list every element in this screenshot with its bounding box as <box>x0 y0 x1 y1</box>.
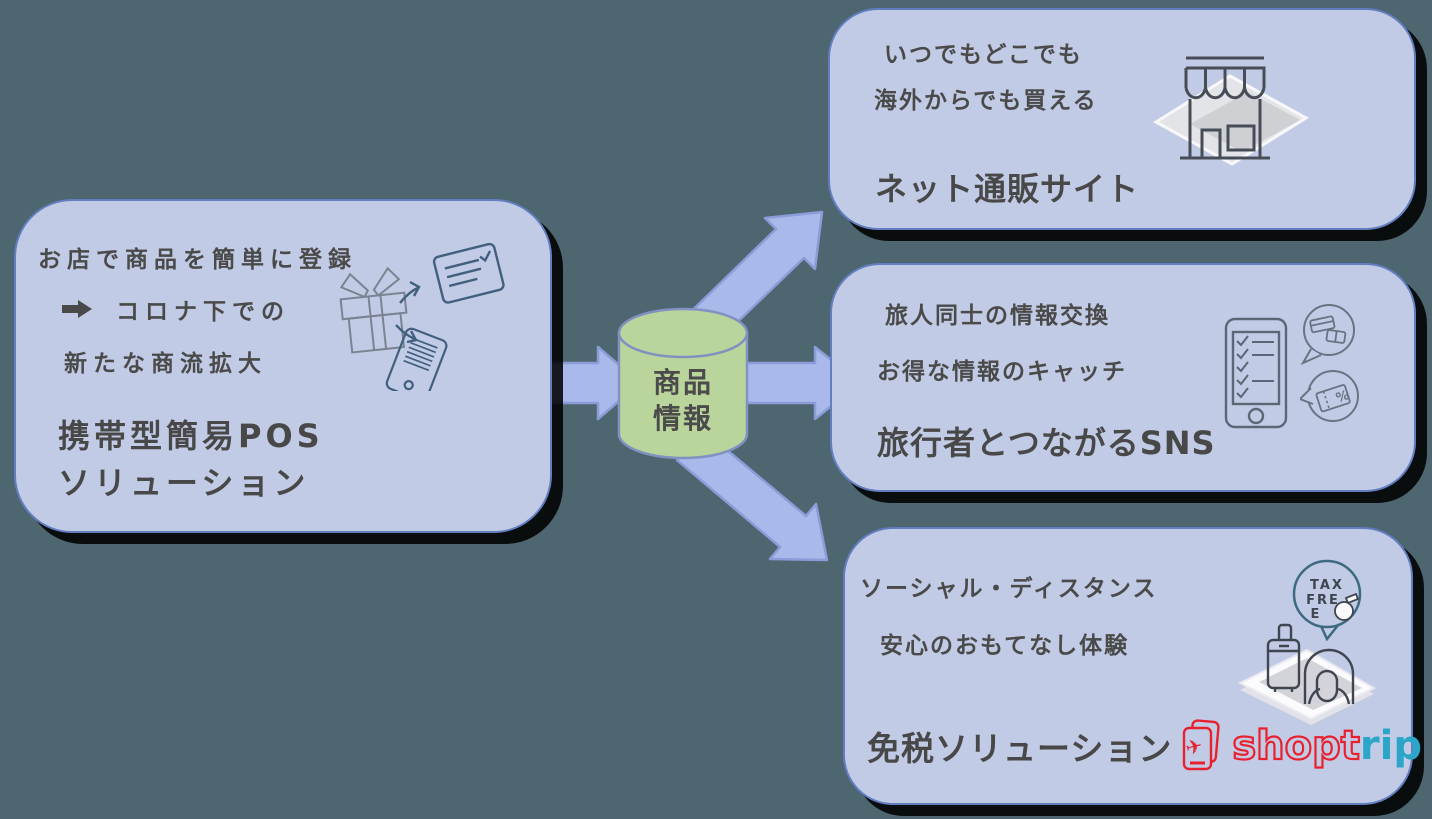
tablet-screen <box>1190 92 1300 152</box>
traveler-taxfree-icon: TAX FRE E <box>1237 559 1377 725</box>
sns-line2: お得な情報のキャッチ <box>877 359 1127 385</box>
gift-to-devices-icon <box>339 242 505 391</box>
pos-title-line2: ソリューション <box>58 464 310 502</box>
database-label-line1: 商品 <box>653 366 713 399</box>
ec-title: ネット通販サイト <box>875 170 1140 208</box>
smartphone-icon <box>385 327 448 391</box>
storefront-icon <box>1180 56 1270 160</box>
bottle-icon <box>1334 601 1354 621</box>
passport-airplane-icon: ✈ <box>1183 719 1220 771</box>
taxfree-bubble: TAX FRE E <box>1292 559 1362 642</box>
ec-site-box: いつでもどこでも 海外からでも買える ネット通販サイト <box>828 8 1416 230</box>
tax-title-row: 免税ソリューション ✈ shoptrip <box>867 719 1422 773</box>
tax-free-box: ソーシャル・ディスタンス 安心のおもてなし体験 免税ソリューション ✈ shop… <box>843 527 1422 805</box>
taxfree-text-2: FRE <box>1306 593 1340 608</box>
pos-line1: お店で商品を簡単に登録 <box>38 247 357 273</box>
person-icon <box>1303 648 1355 705</box>
gift-icon <box>339 266 408 354</box>
pos-solution-box: お店で商品を簡単に登録 コロナ下での 新たな商流拡大 携帯型簡易POS ソリュー… <box>14 199 552 533</box>
airplane-glyph: ✈ <box>1183 733 1205 760</box>
bottle-cap <box>1344 592 1360 605</box>
pos-line2: コロナ下での <box>62 292 290 326</box>
ec-line1: いつでもどこでも <box>884 42 1083 68</box>
shoptrip-logo-cyan: rip <box>1359 723 1422 769</box>
database-label-line2: 情報 <box>653 402 713 435</box>
speech-bubble-coupon-icon: % <box>1300 370 1359 422</box>
pos-line3: 新たな商流拡大 <box>64 351 267 377</box>
taxfree-text-3: E <box>1311 607 1322 622</box>
sns-box: 旅人同士の情報交換 お得な情報のキャッチ 旅行者とつながるSNS <box>830 263 1416 492</box>
curved-arrow-up-icon <box>399 280 421 304</box>
database-cylinder: 商品 情報 <box>617 307 749 460</box>
tax-line1: ソーシャル・ディスタンス <box>860 576 1158 602</box>
rightwards-arrow-glyph <box>62 300 92 318</box>
ec-line2: 海外からでも買える <box>874 88 1098 114</box>
phone-checklist-icon <box>1224 317 1288 429</box>
arrow-db-to-tax <box>675 428 829 562</box>
sns-line1: 旅人同士の情報交換 <box>885 303 1110 329</box>
shoptrip-logo: shoptrip <box>1231 723 1422 769</box>
pos-title: 携帯型簡易POS ソリューション <box>58 413 324 507</box>
speech-bubble-bento-icon <box>1300 304 1355 366</box>
pos-title-line1: 携帯型簡易POS <box>58 417 324 455</box>
taxfree-text-1: TAX <box>1310 578 1344 593</box>
shoptrip-logo-red: shopt <box>1231 723 1361 769</box>
storefront-tablet-icon <box>1153 56 1309 166</box>
pos-line2-text: コロナ下での <box>116 299 290 325</box>
sns-title: 旅行者とつながるSNS <box>877 424 1216 462</box>
suitcase-icon <box>1266 623 1301 692</box>
tablet-icon <box>432 242 505 304</box>
percent-label: % <box>1334 388 1351 406</box>
tax-line2: 安心のおもてなし体験 <box>880 633 1130 659</box>
tax-title: 免税ソリューション <box>867 729 1173 768</box>
